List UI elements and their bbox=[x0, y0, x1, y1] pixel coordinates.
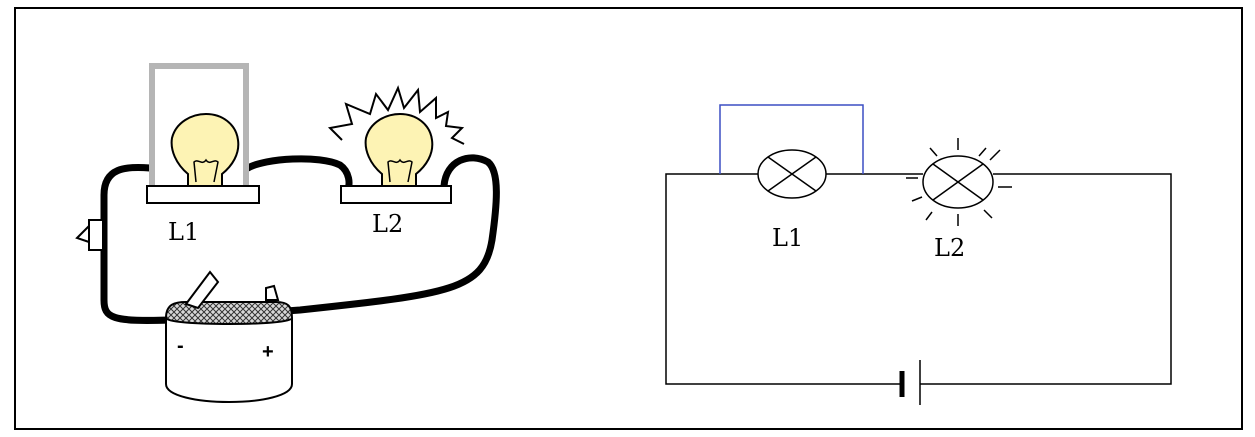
glow-rays-icon bbox=[906, 138, 1012, 226]
battery-top bbox=[164, 301, 294, 325]
battery-symbol bbox=[899, 360, 921, 405]
battery-clip-left bbox=[184, 270, 220, 310]
bulb-filament bbox=[387, 158, 413, 183]
battery: - + bbox=[164, 270, 294, 403]
bulb-l2: L2 bbox=[327, 85, 465, 238]
bulb-l2-label: L2 bbox=[372, 210, 403, 238]
bulb-l1: L1 bbox=[146, 63, 260, 246]
bulb-filament bbox=[193, 158, 219, 183]
shield-box bbox=[149, 63, 249, 186]
lamp-l2-label: L2 bbox=[934, 234, 965, 262]
schematic-wire bbox=[665, 173, 1172, 385]
short-circuit-wire bbox=[719, 104, 864, 174]
wire-l2-to-battery bbox=[268, 154, 500, 316]
lamp-l1-symbol: L1 bbox=[757, 149, 827, 252]
pictorial-circuit: L1 L2 - + bbox=[75, 63, 500, 403]
lamp-l1-label: L1 bbox=[772, 224, 803, 252]
bulb-socket bbox=[340, 185, 452, 204]
battery-body bbox=[165, 318, 293, 403]
bulb-glass bbox=[364, 112, 434, 187]
schematic-circuit: L1 L2 bbox=[665, 104, 1172, 405]
battery-plus-sign: + bbox=[262, 341, 274, 363]
lamp-l2-symbol: L2 bbox=[906, 138, 1012, 262]
battery-clip-right bbox=[265, 284, 280, 301]
wire-loop bbox=[100, 163, 174, 324]
bulb-glass bbox=[170, 112, 240, 187]
bulb-socket bbox=[146, 185, 260, 204]
battery-minus-sign: - bbox=[177, 335, 184, 357]
glow-rays-icon bbox=[327, 85, 465, 145]
switch-icon bbox=[75, 219, 104, 251]
wire-l1-to-l2 bbox=[244, 155, 353, 192]
bulb-l1-label: L1 bbox=[168, 218, 199, 246]
